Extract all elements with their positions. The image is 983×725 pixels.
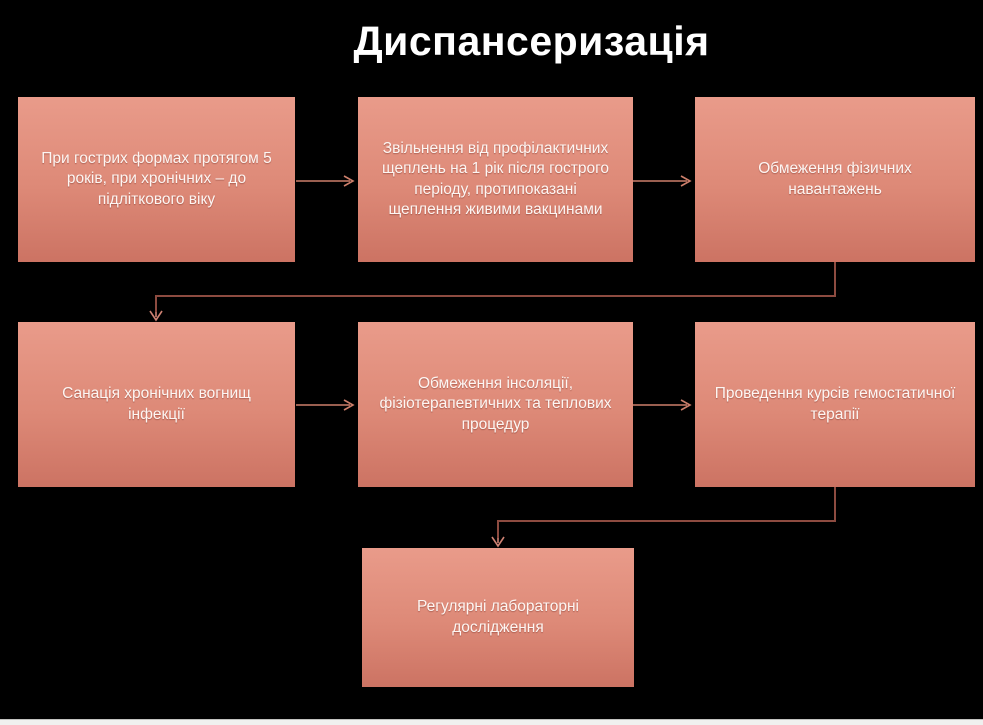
flow-box-6: Проведення курсів гемостатичної терапії — [695, 322, 975, 487]
flow-box-2: Звільнення від профілактичних щеплень на… — [358, 97, 633, 262]
flow-box-5: Обмеження інсоляції, фізіотерапевтичних … — [358, 322, 633, 487]
slide-title: Диспансеризація — [353, 18, 710, 64]
flow-box-7: Регулярні лабораторні дослідження — [362, 548, 634, 687]
arrow-box5-to-box6 — [633, 399, 692, 411]
flow-box-5-label: Обмеження інсоляції, фізіотерапевтичних … — [379, 374, 612, 433]
flow-box-1-label: При гострих формах протягом 5 років, при… — [41, 149, 272, 208]
flow-box-7-label: Регулярні лабораторні дослідження — [417, 598, 579, 636]
arrow-box3-to-box4 — [149, 262, 836, 322]
arrow-box6-to-box7 — [491, 487, 836, 548]
flow-box-4-label: Санація хронічних вогнищ інфекції — [62, 385, 251, 423]
flow-box-2-label: Звільнення від профілактичних щеплень на… — [381, 139, 610, 218]
flow-box-4: Санація хронічних вогнищ інфекції — [18, 322, 295, 487]
arrow-box1-to-box2 — [296, 175, 355, 187]
arrow-box2-to-box3 — [633, 175, 692, 187]
flow-box-3: Обмеження фізичних навантажень — [695, 97, 975, 262]
window-bottom-edge — [0, 719, 983, 725]
flow-box-3-label: Обмеження фізичних навантажень — [758, 160, 912, 198]
flow-box-6-label: Проведення курсів гемостатичної терапії — [714, 385, 956, 423]
arrow-box4-to-box5 — [296, 399, 355, 411]
flow-box-1: При гострих формах протягом 5 років, при… — [18, 97, 295, 262]
